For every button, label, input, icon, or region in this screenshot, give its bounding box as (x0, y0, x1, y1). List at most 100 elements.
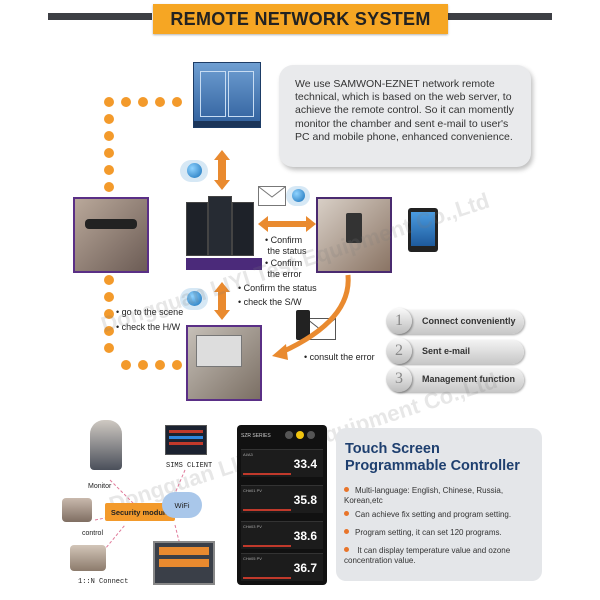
path-dot (104, 292, 114, 302)
header-right-rule (448, 13, 552, 20)
row-tag: CH#01 PV (243, 488, 262, 493)
label-go-scene: • go to the scene (116, 307, 184, 317)
step-label: Management function (422, 374, 516, 384)
row-tag: AI/A3 (243, 452, 253, 457)
step-pill-3: 3 Management function (386, 366, 524, 392)
path-dot (104, 326, 114, 336)
touch-screen-panel: Touch Screen Programmable Controller Mul… (336, 428, 542, 581)
person-photo (73, 197, 149, 273)
cloud-globe-icon (286, 186, 310, 206)
arrow-vertical (214, 150, 230, 190)
hand-device-image (62, 498, 92, 522)
controller-phone: SZR SERIES AI/A3 33.4 CH#01 PV 35.8 CH#0… (237, 425, 327, 585)
path-dot (138, 97, 148, 107)
title-line-2: Programmable Controller (345, 458, 520, 474)
path-dot (172, 360, 182, 370)
arrow-horizontal (258, 216, 316, 232)
path-dot (104, 97, 114, 107)
arrow-head (272, 344, 288, 360)
controller-row: AI/A3 33.4 (241, 449, 323, 477)
path-dot (104, 309, 114, 319)
security-module-box: Security module (105, 503, 175, 521)
label-confirm-status: • Confirm the status (265, 235, 307, 256)
step-number: 1 (386, 308, 412, 334)
cloud-globe-icon (180, 160, 208, 182)
feature-item: Multi-language: English, Chinese, Russia… (344, 486, 540, 506)
path-dot (104, 275, 114, 285)
step-pill-1: 1 Connect conveniently (386, 308, 524, 334)
path-dot (104, 165, 114, 175)
controller-row: CH#03 PV 38.6 (241, 521, 323, 549)
envelope-icon (258, 186, 286, 206)
row-bar (243, 545, 291, 547)
control-label: control (82, 530, 104, 537)
wifi-cloud: WiFi (162, 492, 202, 518)
title-line-1: Touch Screen (345, 441, 440, 457)
laptop-photo (186, 325, 262, 401)
controller-header: SZR SERIES (241, 433, 271, 439)
feature-item: Can achieve fix setting and program sett… (344, 510, 540, 520)
info-bubble: We use SAMWON-EZNET network remote techn… (279, 65, 531, 167)
path-dot (104, 131, 114, 141)
path-dot (172, 97, 182, 107)
operator-image (90, 420, 122, 470)
phone-icon (296, 310, 310, 340)
controller-row: CH#05 PV 36.7 (241, 553, 323, 581)
bullet-icon (344, 529, 349, 534)
feature-item: It can display temperature value and ozo… (344, 546, 540, 566)
phone-hand-photo (316, 197, 392, 273)
sims-client-label: SIMS CLIENT (166, 462, 213, 470)
label-check-sw: • check the S/W (238, 297, 302, 307)
path-dot (138, 360, 148, 370)
step-label: Sent e-mail (422, 346, 471, 356)
controller-row: CH#01 PV 35.8 (241, 485, 323, 513)
feature-text: Can achieve fix setting and program sett… (355, 510, 512, 519)
arrow-curve (280, 274, 351, 355)
step-number: 2 (386, 338, 412, 364)
feature-text: Multi-language: English, Chinese, Russia… (344, 486, 504, 505)
row-value: 35.8 (293, 493, 317, 507)
arrow-vertical (214, 282, 230, 320)
label-confirm-error: • Confirm the error (265, 258, 303, 279)
info-text: We use SAMWON-EZNET network remote techn… (295, 78, 514, 143)
step-number: 3 (386, 366, 412, 392)
label-consult-error: • consult the error (304, 352, 375, 362)
label-check-hw: • check the H/W (116, 322, 181, 332)
connect-label: 1::N Connect (78, 578, 129, 586)
path-dot (121, 360, 131, 370)
bullet-icon (344, 547, 349, 552)
path-dot (104, 182, 114, 192)
path-dot (104, 148, 114, 158)
header-left-rule (48, 13, 152, 20)
row-tag: CH#05 PV (243, 556, 262, 561)
row-value: 36.7 (293, 561, 317, 575)
page-title: REMOTE NETWORK SYSTEM (153, 4, 448, 34)
cloud-globe-icon (180, 288, 208, 310)
settings-icon (307, 431, 315, 439)
path-dot (155, 97, 165, 107)
path-dot (104, 343, 114, 353)
row-bar (243, 577, 291, 579)
row-tag: CH#03 PV (243, 524, 262, 529)
phone-hand-image (70, 545, 106, 571)
feature-text: It can display temperature value and ozo… (344, 546, 511, 565)
bullet-icon (344, 511, 349, 516)
tablet-image (408, 208, 438, 252)
sims-screen-image (165, 425, 207, 455)
path-dot (121, 97, 131, 107)
monitor-label: Monitor (88, 483, 112, 490)
server-base (186, 258, 262, 270)
row-bar (243, 473, 291, 475)
alarm-icon (296, 431, 304, 439)
row-value: 38.6 (293, 529, 317, 543)
chamber-image (193, 62, 261, 128)
controller-panel-image (153, 541, 215, 585)
row-value: 33.4 (293, 457, 317, 471)
step-label: Connect conveniently (422, 316, 516, 326)
touch-screen-title: Touch Screen Programmable Controller (345, 441, 520, 475)
status-icon (285, 431, 293, 439)
feature-item: Program setting, it can set 120 programs… (344, 528, 540, 538)
path-dot (155, 360, 165, 370)
server-image (186, 196, 254, 258)
